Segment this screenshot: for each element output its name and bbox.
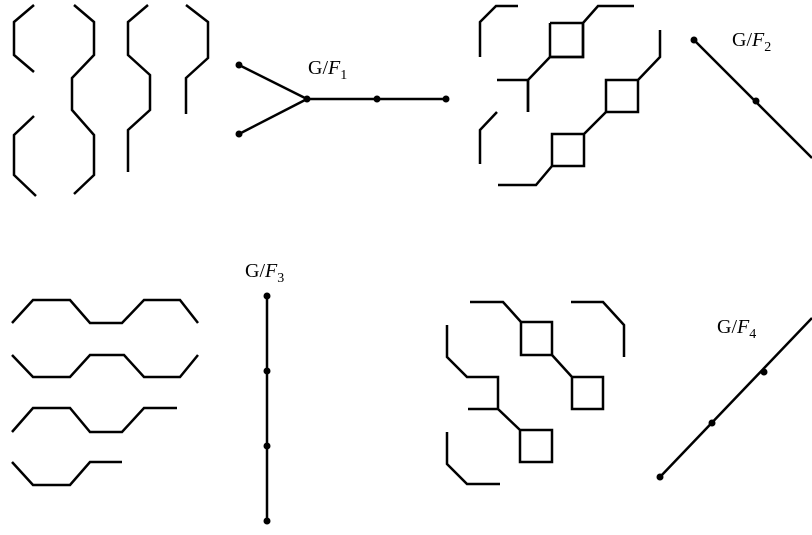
path-7g — [445, 432, 500, 486]
graph-f2: G/F2 — [690, 29, 812, 159]
node-f3-4 — [263, 517, 271, 525]
panel-5-paths — [11, 298, 199, 487]
edge-f1-b — [238, 97, 308, 136]
graph-f4: G/F4 — [656, 316, 812, 481]
node-f1-3 — [303, 95, 311, 103]
path-7a — [470, 300, 522, 323]
node-f1-1 — [235, 61, 243, 69]
node-f2-2 — [752, 97, 760, 105]
panel-3-paths — [478, 4, 662, 187]
graph-f1: G/F1 — [235, 57, 450, 138]
path-7c — [571, 300, 626, 357]
path-1c — [12, 115, 37, 197]
path-7b — [519, 320, 554, 357]
label-f1: G/F1 — [308, 57, 347, 83]
node-f4-2 — [708, 419, 716, 427]
path-1a — [12, 4, 35, 73]
panel-1-paths — [12, 4, 210, 197]
path-7e — [445, 325, 554, 464]
node-f1-5 — [442, 95, 450, 103]
edge-f4 — [659, 317, 812, 478]
path-5d — [11, 460, 122, 487]
path-5a — [11, 298, 199, 325]
label-f2: G/F2 — [732, 29, 771, 55]
path-3a — [478, 4, 518, 57]
path-1e — [184, 4, 210, 114]
path-3g — [478, 111, 498, 164]
node-f1-4 — [373, 95, 381, 103]
path-3e — [604, 30, 662, 114]
edge-f2 — [693, 39, 812, 159]
path-3c — [548, 21, 585, 59]
node-f3-1 — [263, 292, 271, 300]
label-f4: G/F4 — [717, 316, 756, 342]
path-5c — [11, 406, 177, 434]
node-f1-2 — [235, 130, 243, 138]
node-f3-2 — [263, 367, 271, 375]
label-f3: G/F3 — [245, 260, 284, 286]
path-7d — [551, 354, 605, 411]
path-3h — [498, 165, 553, 187]
path-1d — [126, 4, 152, 172]
node-f3-3 — [263, 442, 271, 450]
node-f4-3 — [760, 368, 768, 376]
path-5b — [11, 353, 199, 379]
panel-7-paths — [445, 300, 626, 486]
node-f2-1 — [690, 36, 698, 44]
path-3d — [497, 78, 530, 112]
path-1b — [70, 4, 96, 195]
edge-f1-a — [238, 63, 308, 101]
graph-f3: G/F3 — [245, 260, 284, 525]
node-f4-1 — [656, 473, 664, 481]
path-3f — [550, 111, 607, 168]
